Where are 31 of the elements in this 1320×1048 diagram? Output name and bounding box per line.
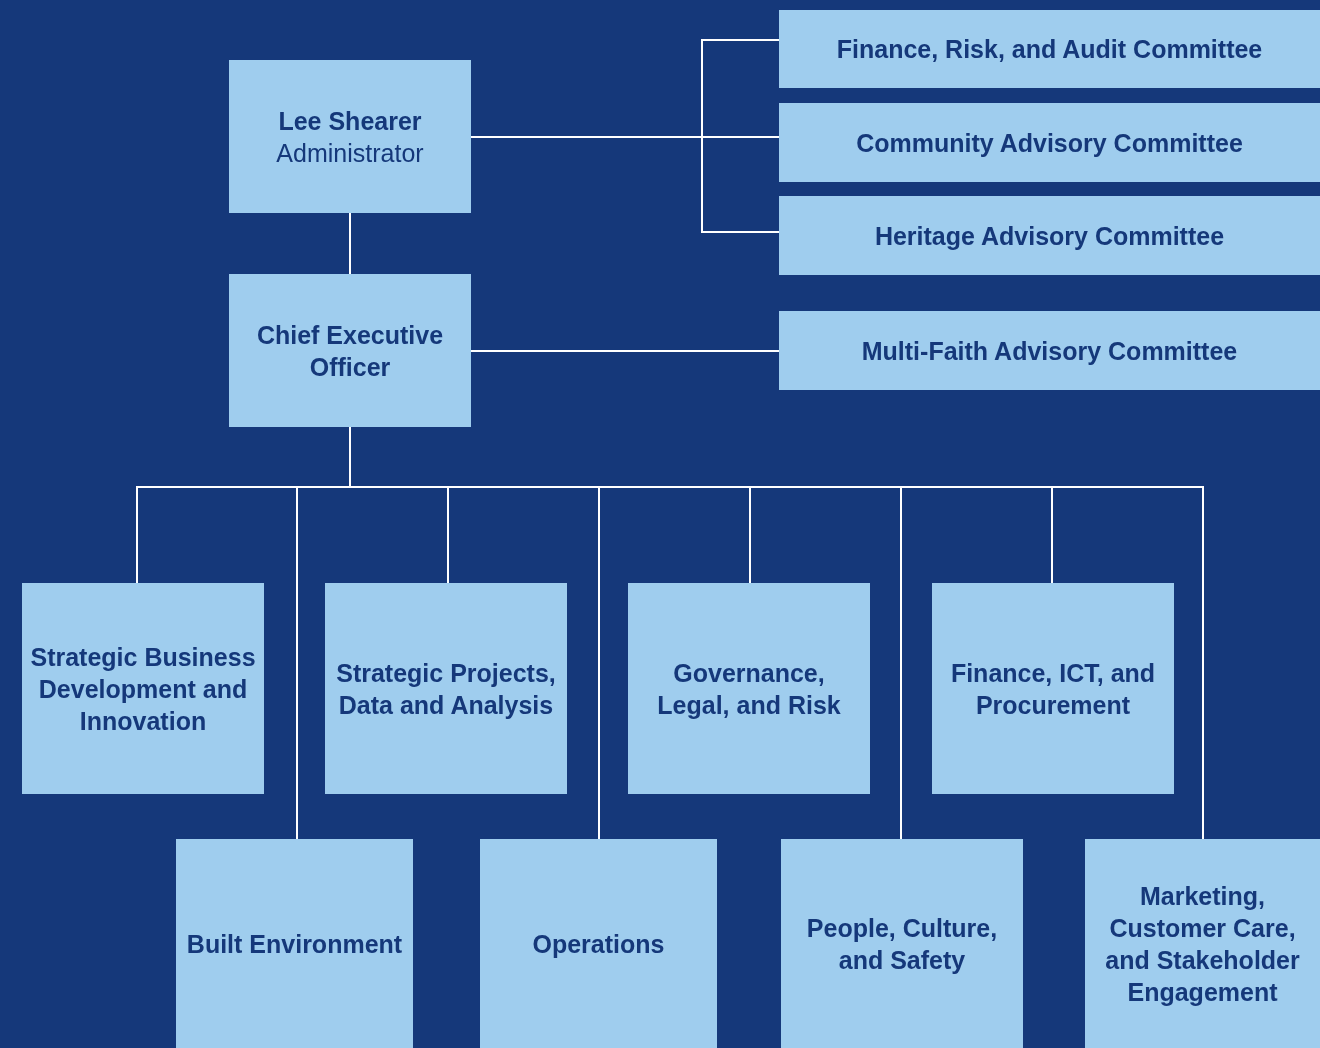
- department-box: [22, 583, 264, 794]
- committee-box: [779, 196, 1320, 275]
- department-box: [325, 583, 567, 794]
- department-box: [480, 839, 717, 1048]
- role-box: [229, 60, 471, 213]
- department-box: [781, 839, 1023, 1048]
- unit-name: Strategic Projects, Data and Analysis: [335, 657, 557, 721]
- unit-name: Marketing, Customer Care, and Stakeholder Engagement: [1104, 880, 1301, 1008]
- unit-name: Chief Executive Officer: [255, 319, 445, 383]
- committee-box: [779, 10, 1320, 88]
- role-title: Administrator: [276, 137, 424, 169]
- connector-line: [349, 212, 351, 275]
- person-name: Lee Shearer: [278, 105, 422, 137]
- committee-box: [779, 311, 1320, 390]
- unit-name: Finance, ICT, and Procurement: [949, 657, 1157, 721]
- connector-line: [470, 350, 780, 352]
- unit-name: Finance, Risk, and Audit Committee: [836, 34, 1263, 65]
- unit-name: Heritage Advisory Committee: [874, 220, 1225, 252]
- role-box: [229, 274, 471, 427]
- unit-name: Strategic Business Development and Innovation: [30, 641, 256, 737]
- unit-name: Multi-Faith Advisory Committee: [861, 335, 1238, 367]
- unit-name: Governance, Legal, and Risk: [656, 657, 842, 721]
- unit-name: Operations: [532, 928, 665, 960]
- unit-name: Built Environment: [186, 928, 403, 960]
- unit-name: Community Advisory Committee: [856, 127, 1243, 159]
- unit-name: People, Culture, and Safety: [805, 912, 999, 976]
- department-box: [932, 583, 1174, 794]
- department-box: [1085, 839, 1320, 1048]
- department-box: [628, 583, 870, 794]
- committee-box: [779, 103, 1320, 182]
- department-box: [176, 839, 413, 1048]
